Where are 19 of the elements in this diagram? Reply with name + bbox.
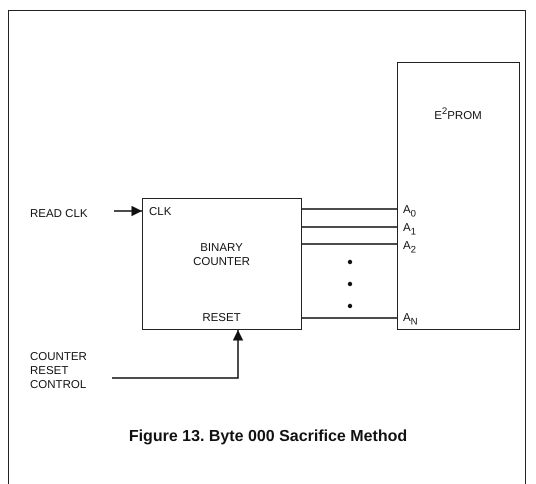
pin-label: A$_{N}$ <box>403 311 418 330</box>
counter-block <box>142 198 302 330</box>
input-label: COUNTER RESET CONTROL <box>30 350 88 392</box>
connector-line <box>302 317 397 319</box>
arrow <box>114 206 142 216</box>
pin-label: CLK <box>149 205 172 219</box>
arrow <box>112 330 244 379</box>
pin-label: A$_{0}$ <box>403 203 416 222</box>
block-title: BINARY COUNTER <box>192 241 251 269</box>
memory-block <box>397 62 520 330</box>
connector-line <box>302 208 397 210</box>
input-label: READ CLK <box>30 207 88 221</box>
connector-line <box>302 243 397 245</box>
pin-label: A$_{1}$ <box>403 221 416 240</box>
pin-label: RESET <box>201 311 242 325</box>
connector-line <box>302 226 397 228</box>
block-title: E$^{2}$PROM <box>433 105 483 123</box>
figure-caption: Figure 13. Byte 000 Sacrifice Method <box>128 428 408 446</box>
pin-label: A$_{2}$ <box>403 239 416 258</box>
